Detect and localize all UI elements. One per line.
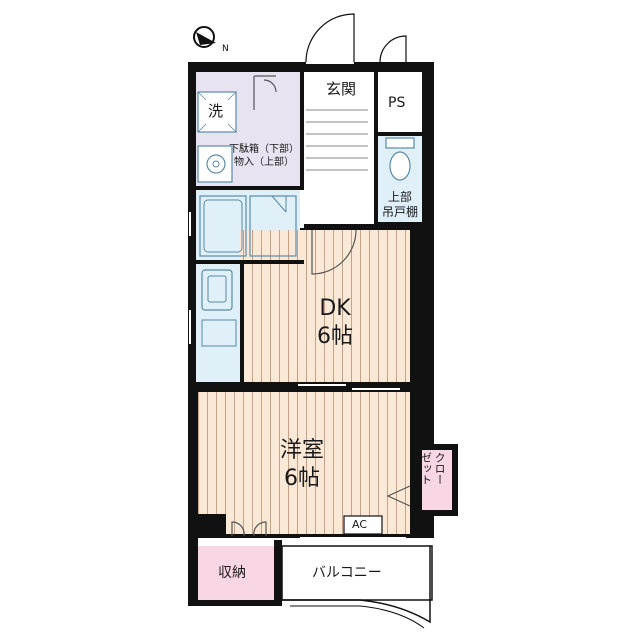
ps-door-icon [379,35,407,63]
dk-room-label: DK 6帖 [300,295,370,350]
upper-cabinet-line1: 上部 [387,190,412,204]
balcony [281,545,433,629]
closet-label-col2: ゼット [419,452,433,485]
washing-machine-icon [197,91,237,133]
dk-room-name: DK [319,296,351,321]
entry-floor-lines [306,109,368,171]
ps-label: PS [388,95,406,111]
shoe-storage-line1: 下駄箱（下部） [229,144,299,155]
front-door-icon [305,13,355,64]
ac-label: AC [352,518,368,531]
kitchen-sink-icon [201,269,233,311]
sliding-door-icon [298,384,400,390]
closet-label: クロー ゼット [419,452,447,485]
storage-label: 収納 [218,565,246,581]
upper-cabinet-line2: 吊戸棚 [381,205,418,219]
compass-icon [193,26,216,48]
ac-unit-icon [343,515,383,535]
stove-icon [201,319,237,347]
casement-window-icon [231,521,267,537]
bathtub-icon [199,195,297,257]
door-dk-icon [311,229,357,275]
wall-storage-left [188,536,198,600]
utility-door-icon [253,75,277,110]
balcony-label: バルコニー [312,565,382,581]
kitchen-counter [196,264,240,382]
western-room-label: 洋室 6帖 [262,437,342,492]
shoe-storage-label: 下駄箱（下部） 物入（上部） [228,144,300,169]
washer-label: 洗 [208,102,224,120]
closet-door-icon [386,485,411,507]
shoe-storage-line2: 物入（上部） [234,156,294,168]
western-room-name: 洋室 [279,438,324,463]
storage-room [198,546,274,600]
closet-label-col1: クロー [433,452,447,485]
wash-basin-icon [197,145,233,183]
window-icon [189,212,406,539]
western-room-size: 6帖 [284,465,320,491]
compass-letter: N [222,44,229,54]
upper-cabinet-label: 上部 吊戸棚 [376,190,424,220]
entrance-area [300,72,374,228]
pipe-space [378,72,422,132]
toilet-icon [385,137,415,181]
western-room-floor [198,392,410,514]
entrance-label: 玄関 [326,80,357,98]
dk-room-size: 6帖 [317,323,353,349]
